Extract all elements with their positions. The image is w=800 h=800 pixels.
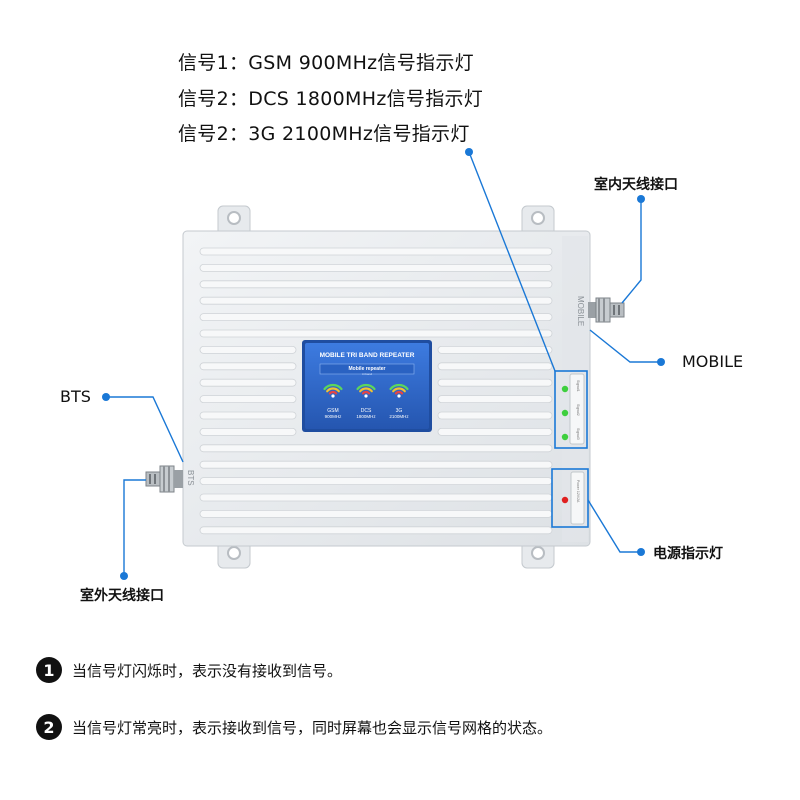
signal-arc [326, 387, 340, 393]
signal-dot [397, 394, 401, 398]
led-label-signal3: Signal3 [576, 428, 580, 440]
screen-title: MOBILE TRI BAND REPEATER [320, 352, 415, 359]
signal3-led [561, 433, 569, 441]
heat-fin [199, 460, 553, 469]
side-label-bts: BTS [186, 470, 195, 486]
band2-name: DCS [361, 408, 372, 414]
note-2-text: 当信号灯常亮时，表示接收到信号，同时屏幕也会显示信号网格的状态。 [72, 718, 553, 737]
signal-dot [364, 394, 368, 398]
band3-freq: 2100MHz [389, 414, 409, 419]
heat-fin [437, 345, 553, 354]
power-led [561, 496, 569, 504]
heat-fin [199, 313, 553, 322]
note-2: 2 当信号灯常亮时，表示接收到信号，同时屏幕也会显示信号网格的状态。 [36, 714, 552, 740]
callout-dot-power [637, 548, 645, 556]
label-mobile: MOBILE [682, 352, 744, 371]
mobile-connector [588, 297, 625, 323]
heat-fin [437, 378, 553, 387]
heat-fin [199, 509, 553, 518]
signal-led-callout-box [554, 370, 588, 449]
heat-fin [199, 345, 297, 354]
signal-arc [323, 383, 343, 391]
led-label-signal1: Signal1 [576, 380, 580, 392]
mount-tab-bottom-right [521, 539, 555, 569]
led-label-signal2: Signal2 [576, 404, 580, 416]
signal-bars-3g [389, 383, 409, 398]
band2-freq: 1800MHz [356, 414, 376, 419]
heat-fin [199, 329, 553, 338]
signal-dot [331, 394, 335, 398]
heat-fin [199, 280, 553, 289]
heat-fin [199, 477, 553, 486]
side-label-mobile: MOBILE [576, 296, 585, 326]
callout-line-bts [106, 396, 184, 463]
note-1-number: 1 [36, 657, 62, 683]
callout-line-indoor [621, 199, 642, 304]
heat-fin [199, 444, 553, 453]
signal-arc [359, 387, 373, 393]
mount-tab-bottom-left [217, 539, 251, 569]
screen-subtitle: Mobile repeater [349, 366, 386, 372]
label-outdoor-antenna: 室外天线接口 [80, 588, 164, 604]
callout-line-mobile [589, 329, 661, 363]
signal-arc [328, 390, 338, 395]
note-1-text: 当信号灯闪烁时，表示没有接收到信号。 [72, 661, 343, 680]
heat-fin [199, 247, 553, 256]
signal-arc [389, 383, 409, 391]
signal1-led [561, 385, 569, 393]
band1-freq: 900MHz [325, 414, 343, 419]
screen-subtitle2: tri band [362, 372, 372, 376]
heat-fin [199, 395, 297, 404]
signal-bars-dcs [356, 383, 376, 398]
callout-dot-bts [102, 393, 110, 401]
callout-line-signal [468, 151, 556, 372]
signal-arc [392, 387, 406, 393]
heat-fin [199, 526, 553, 535]
callout-line-outdoor [123, 479, 146, 576]
callout-dot-indoor [637, 195, 645, 203]
signal-arc [394, 390, 404, 395]
note-1: 1 当信号灯闪烁时，表示没有接收到信号。 [36, 657, 342, 683]
power-led-label: Power 12V/2A [576, 480, 580, 503]
heat-fin [437, 362, 553, 371]
heading-signal1: 信号1：GSM 900MHz信号指示灯 [178, 52, 474, 74]
callout-dot-outdoor [120, 572, 128, 580]
callout-line-power [587, 499, 641, 553]
power-led-strip [570, 471, 585, 525]
heat-fin [199, 493, 553, 502]
heat-fin [199, 296, 553, 305]
callout-dot-signal [465, 148, 473, 156]
signal2-led [561, 409, 569, 417]
heat-fin [199, 411, 297, 420]
signal-arc [361, 390, 371, 395]
signal-led-strip [569, 373, 585, 445]
band1-name: GSM [327, 408, 338, 414]
callout-dot-mobile [657, 358, 665, 366]
heat-fin [199, 263, 553, 272]
band3-name: 3G [396, 408, 403, 414]
signal-arc [356, 383, 376, 391]
power-led-callout-box [551, 468, 589, 528]
heat-fin [437, 411, 553, 420]
label-indoor-antenna: 室内天线接口 [594, 177, 678, 193]
heat-fin [437, 395, 553, 404]
note-2-number: 2 [36, 714, 62, 740]
label-bts: BTS [60, 387, 91, 406]
heading-signal2: 信号2：DCS 1800MHz信号指示灯 [178, 88, 484, 110]
heat-fin [199, 378, 297, 387]
heat-fin [199, 427, 297, 436]
mount-tab-top-left [217, 205, 251, 237]
heading-signal3: 信号2：3G 2100MHz信号指示灯 [178, 123, 470, 145]
heat-fin [437, 427, 553, 436]
label-power-indicator: 电源指示灯 [653, 546, 723, 562]
display-screen: MOBILE TRI BAND REPEATER Mobile repeater… [302, 340, 432, 432]
bts-connector [145, 465, 183, 493]
signal-bars-gsm [323, 383, 343, 398]
heat-fin [199, 362, 297, 371]
